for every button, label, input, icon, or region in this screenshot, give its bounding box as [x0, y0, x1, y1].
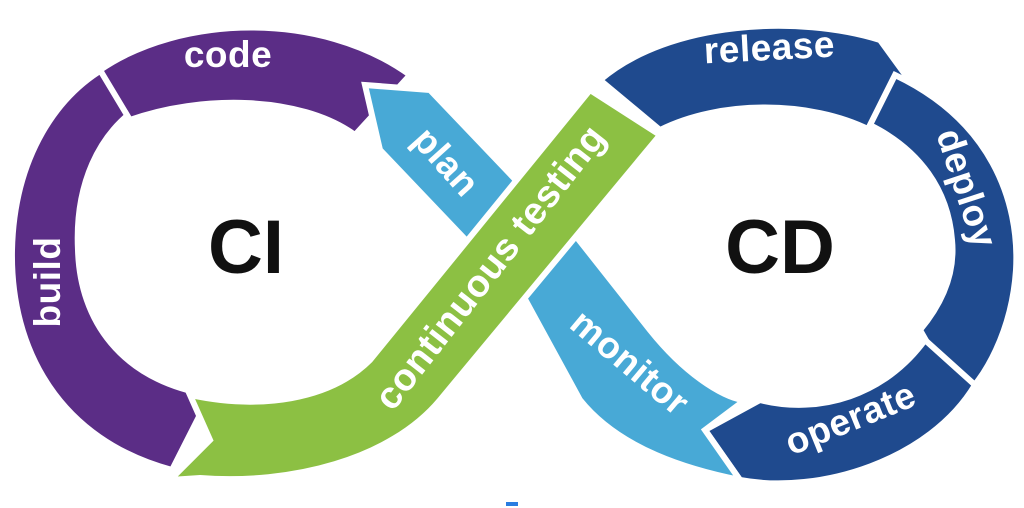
bottom-marker [506, 502, 518, 506]
monitor-segment [516, 230, 754, 485]
release-segment [595, 22, 925, 134]
ci-ring [8, 24, 415, 474]
code-segment [95, 24, 415, 139]
continuous-testing-band [162, 86, 665, 484]
cd-label: CD [725, 205, 835, 290]
code-label: code [184, 34, 272, 75]
release-label: release [703, 24, 836, 72]
build-label: build [27, 237, 68, 328]
ci-label: CI [208, 205, 284, 290]
